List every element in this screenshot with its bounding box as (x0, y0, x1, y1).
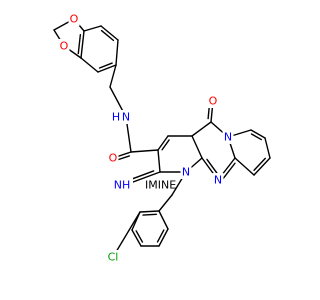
amide-nitrogen-label-background (120, 110, 132, 124)
bond (161, 139, 170, 151)
pyrido-nitrogen-label-background (222, 130, 234, 144)
bond (191, 121, 212, 137)
bond (158, 228, 169, 247)
bond (116, 155, 131, 161)
bond (112, 211, 141, 258)
bond (100, 29, 115, 42)
bond (98, 62, 113, 69)
dioxole-oxygen-top-label: O (70, 13, 79, 26)
bond (128, 170, 155, 181)
bond-layer (53, 18, 271, 258)
bond (115, 39, 119, 66)
bond (157, 135, 169, 151)
amide-hydrogen-label: H (112, 111, 120, 124)
bond (77, 33, 82, 55)
amide-nitrogen-label: N (122, 111, 130, 124)
bond (80, 30, 85, 59)
amide-oxygen-label: O (109, 152, 118, 165)
ketone-oxygen-label: O (209, 95, 218, 108)
bond (234, 157, 255, 176)
bond (139, 210, 160, 213)
bond (131, 229, 142, 247)
bridge-nitrogen-label: N (214, 174, 222, 187)
imine-nitrogen-label: NH (114, 179, 131, 192)
imine-suffix-label: IMINE (145, 179, 176, 192)
bond (100, 25, 119, 41)
bond (191, 135, 203, 159)
bond (222, 162, 236, 180)
dioxole-oxygen-top-label-background (68, 12, 80, 26)
bond (130, 149, 159, 153)
bond (250, 133, 263, 141)
pyrido-nitrogen-label: N (224, 131, 232, 144)
bond (253, 157, 271, 176)
bond (142, 213, 158, 216)
ketone-oxygen-label-background (207, 94, 219, 108)
bond (157, 149, 161, 173)
ring-nitrogen-label-background (180, 165, 192, 179)
bond (264, 137, 271, 159)
imine-label-background (111, 178, 133, 192)
bond (135, 230, 144, 243)
bond (253, 157, 266, 171)
bond (250, 129, 266, 139)
amide-oxygen-label-background (107, 151, 119, 165)
ring-nitrogen-label: N (182, 166, 190, 179)
bond (158, 194, 173, 212)
bond (158, 210, 169, 230)
bond (109, 64, 117, 88)
bridge-nitrogen-label-background (212, 173, 224, 187)
chlorine-label-background (104, 250, 122, 264)
bond (83, 25, 102, 32)
chlorine-label: Cl (108, 251, 119, 264)
bond (80, 57, 99, 73)
dioxole-oxygen-left-label: O (60, 40, 69, 53)
bond (206, 158, 219, 176)
dioxole-oxygen-left-label-background (58, 39, 70, 53)
bond (156, 229, 165, 243)
bond (97, 64, 117, 73)
